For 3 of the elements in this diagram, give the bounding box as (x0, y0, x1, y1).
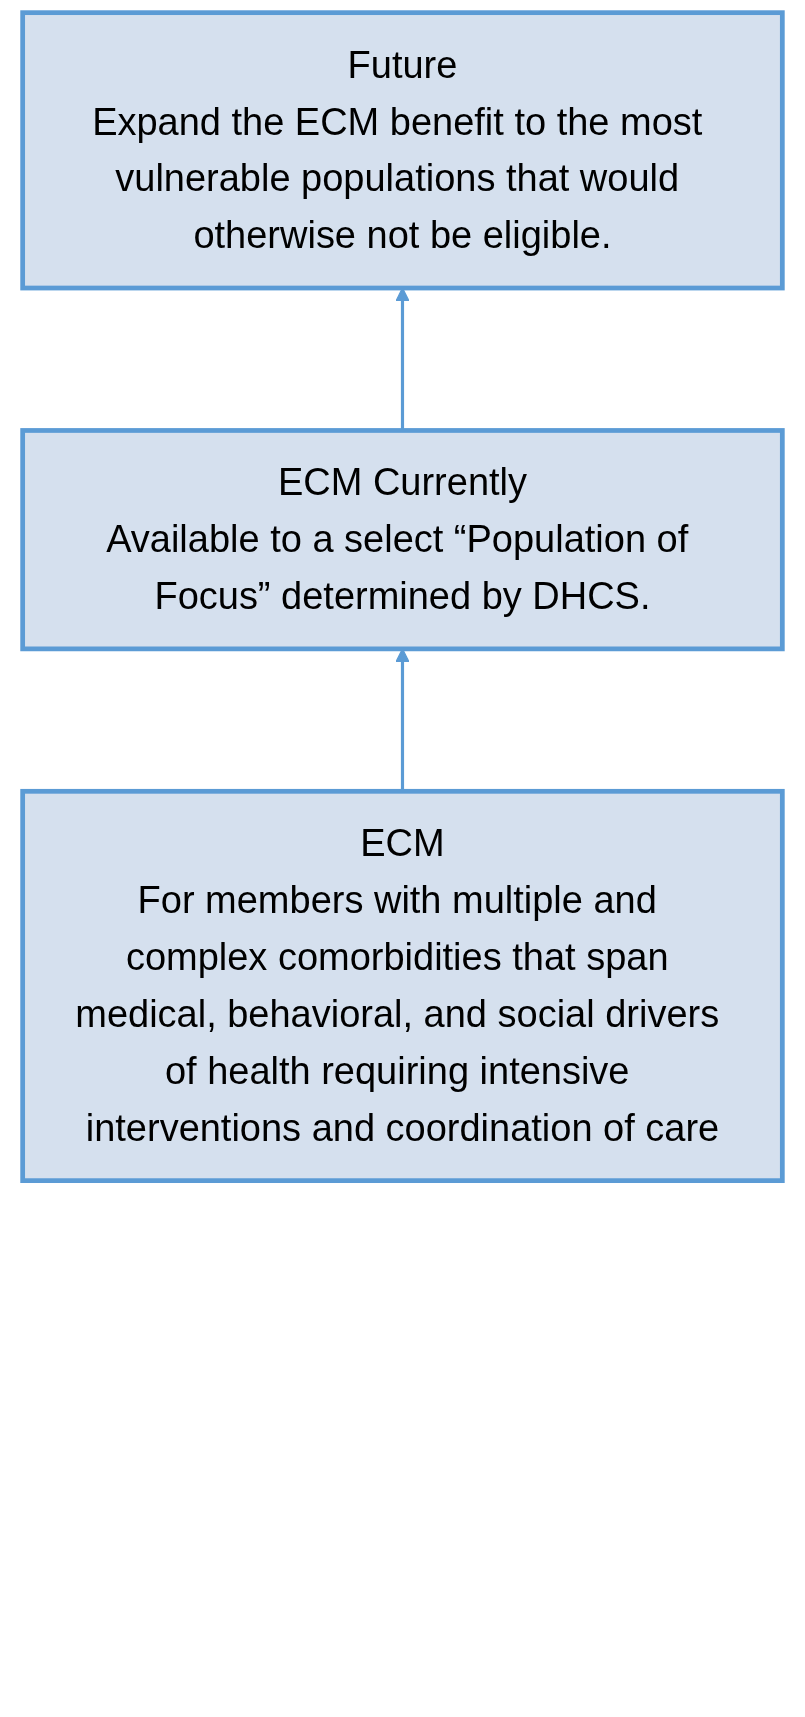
node-box: Future Expand the ECM benefit to the most vulnerable populations that would otherwise not be eligible. (20, 10, 785, 291)
node-box: ECM For members with multiple and complex comorbidities that span medical, behavioral, and social drivers of health requiring intensive interventions and coordination of care (20, 788, 785, 1183)
node-box: ECM Currently Available to a select “Population of Focus” determined by DHCS. (20, 428, 785, 652)
